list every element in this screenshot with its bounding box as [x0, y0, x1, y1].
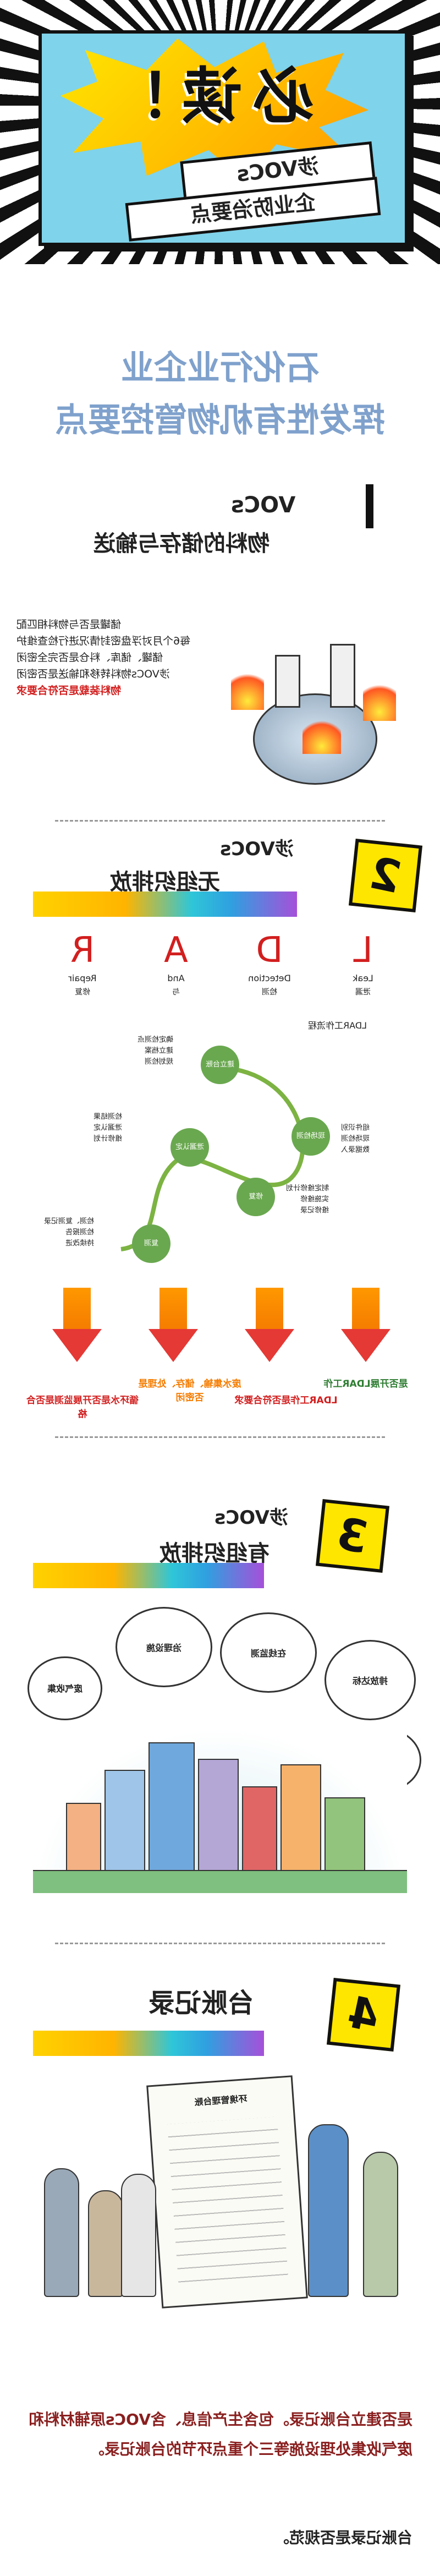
section-number-3: 3	[315, 1498, 390, 1573]
s2-prefix: 涉VOCs	[220, 838, 294, 860]
arrow-down-icon	[52, 1288, 102, 1370]
hero-banner: 必读！ 涉VOCs 企业防治要点	[0, 0, 440, 264]
ldar-letter: A	[164, 930, 188, 971]
ldar-word-cn: 修复	[75, 988, 90, 997]
person-figure	[121, 2174, 156, 2297]
hero-title: 必读！	[99, 61, 314, 132]
flow-group: 确定检测点建立档案规划检测	[138, 1036, 174, 1066]
flame-icon	[231, 666, 264, 710]
ledger-illustration: 环境管理台账	[33, 2069, 413, 2317]
person-figure	[44, 2168, 79, 2297]
s3-gradient-bar	[33, 1563, 264, 1588]
s4-gradient-bar	[33, 2031, 264, 2056]
arrow-caption: 是否开展LDAR工作	[323, 1379, 408, 1390]
ldar-letter: D	[256, 930, 283, 971]
city-skyline	[33, 1728, 407, 1893]
chimney	[275, 655, 300, 708]
city-illustration: 废气收集 治理设施 在线监测 排放达标 运行记录	[16, 1607, 424, 1893]
speech-cloud: 废气收集	[28, 1656, 102, 1720]
s4-footer: 台账记录是否规范。	[273, 2529, 413, 2547]
ledger-document: 环境管理台账	[146, 2075, 308, 2309]
flame-icon	[363, 677, 396, 721]
speech-cloud: 在线监测	[220, 1612, 317, 1693]
arrow-down-icon	[148, 1288, 198, 1370]
s2-gradient-bar	[33, 892, 297, 917]
ldar-word-en: Repair	[68, 973, 97, 983]
storage-tank-illustration	[220, 633, 407, 798]
ldar-word-cn: 泄漏	[355, 988, 371, 997]
section-number-2: 2	[348, 838, 423, 913]
person-figure	[308, 2124, 349, 2297]
s1-bullet: 每6个月对浮盘密封情况进行检查维护	[16, 635, 191, 647]
s1-title: 物料的储存与输送	[94, 531, 270, 556]
person-figure	[88, 2190, 123, 2297]
ldar-word-en: Leak	[353, 973, 373, 983]
person-figure	[363, 2152, 398, 2297]
speech-cloud: 排放达标	[324, 1640, 416, 1720]
building	[148, 1742, 195, 1893]
s1-bullet: 储罐是否与物料相匹配	[16, 619, 122, 631]
divider	[55, 820, 385, 822]
s1-title-bar	[366, 484, 373, 528]
intro-title-line2: 挥发性有机物管控要点	[55, 401, 385, 440]
flow-group: 检测结果泄漏认定维修计划	[94, 1113, 123, 1143]
ldar-letter: L	[353, 930, 373, 971]
flow-node: 现场检测	[292, 1117, 330, 1156]
arrow-down-icon	[245, 1288, 294, 1370]
s3-prefix: 涉VOCs	[215, 1507, 288, 1529]
flame-icon	[302, 715, 341, 754]
flow-curve	[120, 1065, 305, 1251]
ldar-word-cn: 检测	[262, 988, 277, 997]
flow-group: 组件识别现场检测数据录入	[341, 1124, 370, 1154]
s1-bullet: 储罐、储库、料仓是否完全密闭	[16, 652, 163, 664]
flow-node: 复测	[132, 1224, 170, 1263]
ldar-flow-diagram: 建立台账 现场检测 泄漏认定 修复 复测 确定检测点建立档案规划检测 组件识别现…	[33, 1035, 407, 1271]
flow-node: 建立台账	[201, 1046, 239, 1084]
s1-vocs-label: VOCs	[231, 493, 296, 518]
flow-group: 制定维修计划实施维修维修记录	[286, 1184, 329, 1215]
ldar-letters: L D A R Leak Detection And Repair 泄漏 检测 …	[44, 930, 396, 1002]
arrow-caption: 废水集输、储存、处理是否密闭	[138, 1379, 241, 1403]
ldar-letter: R	[70, 930, 95, 971]
ledger-label: 环境管理台账	[194, 2093, 248, 2108]
divider	[55, 1943, 385, 1944]
divider	[55, 1436, 385, 1438]
arrow-caption: LDAR工作是否符合要求	[234, 1395, 338, 1406]
ldar-flow-title: LDAR工作流程	[308, 1020, 367, 1031]
s1-bullet-list: 储罐是否与物料相匹配 每6个月对浮盘密封情况进行检查维护 储罐、储库、料仓是否完…	[16, 616, 209, 699]
intro-title-line1: 石化行业企业	[121, 349, 319, 387]
chimney	[330, 644, 355, 708]
ldar-word-cn: 与	[172, 988, 180, 997]
s1-bullet: 物料装载是否符合要求	[16, 685, 122, 697]
s1-bullet: 涉VOCs物料转移和输送是否密闭	[16, 668, 170, 680]
arrow-down-icon	[341, 1288, 391, 1370]
flow-node: 泄漏认定	[170, 1128, 209, 1167]
flow-group: 检测、复测记录检测报告持续改进	[44, 1217, 95, 1248]
s4-paragraph: 是否建立台账记录。包含生产信息、含VOCs原辅材料和废气收集处理设施等三个重点环…	[28, 2410, 413, 2458]
arrow-caption: 循环水是否开展监测是否合格	[26, 1395, 139, 1420]
section-number-4: 4	[326, 1977, 401, 2052]
ground	[33, 1870, 407, 1893]
ldar-word-en: Detection	[248, 973, 291, 983]
ledger-lines	[167, 2116, 289, 2289]
ldar-word-en: And	[167, 973, 185, 983]
speech-cloud: 治理设施	[116, 1607, 212, 1687]
flow-node: 修复	[237, 1178, 275, 1216]
s4-title: 台账记录	[148, 1988, 255, 2019]
